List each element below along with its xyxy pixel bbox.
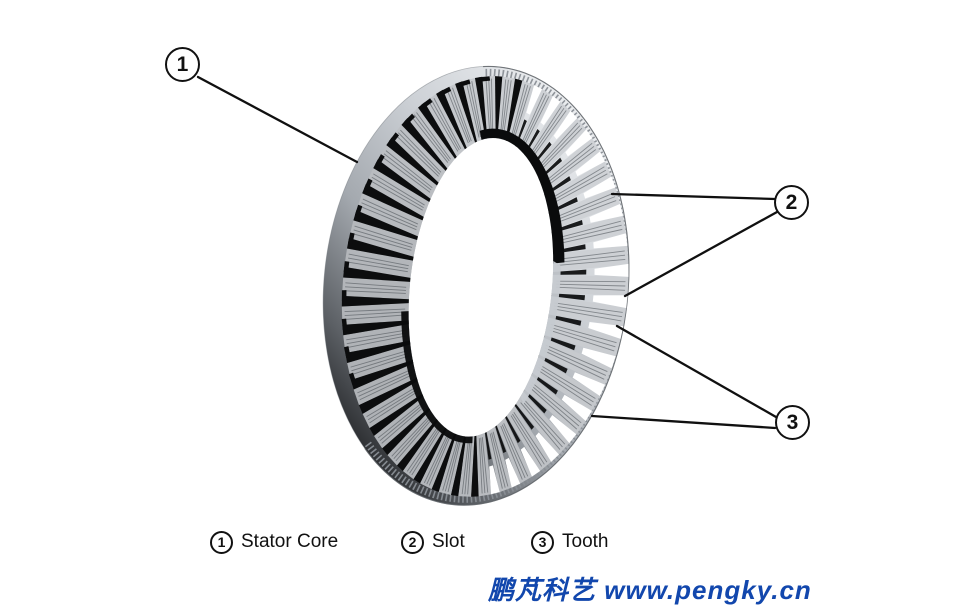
legend-item-tooth: 3 Tooth (531, 530, 608, 554)
watermark-text: 鹏芃科艺 www.pengky.cn (488, 575, 812, 605)
legend-number-icon: 2 (401, 530, 424, 554)
legend-label: Tooth (562, 531, 609, 552)
legend-item-stator-core: 1 Stator Core (210, 530, 338, 554)
callout-leader-lines (196, 75, 779, 430)
legend-number-icon: 3 (531, 530, 554, 554)
legend-item-slot: 2 Slot (401, 530, 465, 554)
stator-core-3d-render (322, 65, 630, 506)
legend-number-icon: 1 (210, 530, 233, 554)
legend-label: Stator Core (241, 531, 339, 552)
legend-label: Slot (432, 531, 465, 552)
callout-number: 2 (785, 190, 798, 214)
callout-number: 3 (786, 410, 799, 434)
callout-badge-tooth: 3 (775, 405, 810, 440)
callout-badge-slot: 2 (774, 185, 809, 220)
callout-number: 1 (176, 52, 189, 76)
callout-badge-stator-core: 1 (165, 47, 200, 82)
